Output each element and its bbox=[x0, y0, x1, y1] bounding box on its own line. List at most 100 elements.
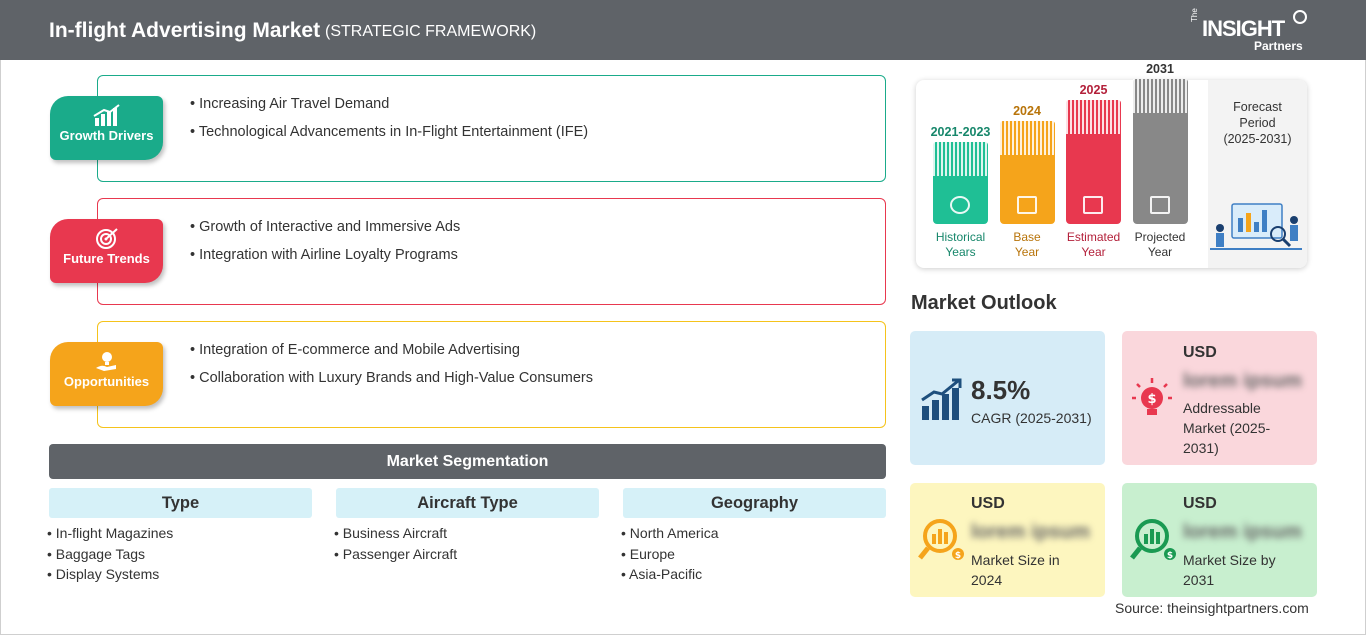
label-line: Market Size in bbox=[971, 552, 1060, 568]
label-line: Estimated bbox=[1066, 230, 1121, 244]
size-2031-label: Market Size by 2031 bbox=[1183, 550, 1276, 590]
timeline-year-label: 2021-2023 bbox=[930, 125, 991, 139]
growth-chart-icon bbox=[921, 378, 962, 420]
target-icon bbox=[95, 228, 118, 249]
timeline-bar-2 bbox=[1066, 100, 1121, 224]
label-line: 2031) bbox=[1183, 440, 1219, 456]
page-subtitle: (STRATEGIC FRAMEWORK) bbox=[325, 23, 537, 40]
size-2024-usd: USD bbox=[971, 495, 1005, 512]
list-item: Increasing Air Travel Demand bbox=[190, 96, 588, 124]
label-line: 2031 bbox=[1183, 572, 1215, 588]
lightbulb-hand-icon bbox=[95, 352, 116, 371]
label-line: Historical bbox=[935, 230, 986, 244]
market-outlook-title: Market Outlook bbox=[911, 292, 1057, 314]
list-item: Baggage Tags bbox=[47, 546, 173, 567]
calendar-icon bbox=[1016, 196, 1037, 214]
label-line: Year bbox=[1014, 245, 1040, 259]
list-item: Business Aircraft bbox=[334, 525, 457, 546]
lightbulb-dollar-icon: $ bbox=[1132, 378, 1172, 415]
addressable-usd: USD bbox=[1183, 344, 1217, 361]
market-size-2031-card: $ USD lorem ipsum Market Size by 2031 bbox=[1122, 483, 1317, 597]
market-size-2024-card: $ USD lorem ipsum Market Size in 2024 bbox=[910, 483, 1105, 597]
forecast-line: Period bbox=[1239, 116, 1276, 130]
label-line: Market (2025- bbox=[1183, 420, 1271, 436]
growth-drivers-badge: Growth Drivers bbox=[50, 96, 163, 160]
forecast-line: (2025-2031) bbox=[1223, 132, 1292, 146]
bar-stripes bbox=[999, 121, 1055, 155]
segment-list-aircraft-type: Business Aircraft Passenger Aircraft bbox=[334, 525, 457, 566]
segment-list-type: In-flight Magazines Baggage Tags Display… bbox=[47, 525, 174, 587]
list-item: Europe bbox=[621, 546, 719, 567]
segment-heading-geography: Geography bbox=[623, 488, 886, 518]
insight-partners-logo[interactable]: The INSIGHT Partners bbox=[1190, 8, 1310, 54]
list-item: In-flight Magazines bbox=[47, 525, 174, 546]
list-item: North America bbox=[621, 525, 719, 546]
bar-stripes bbox=[1132, 79, 1188, 113]
logo-ring-icon bbox=[1293, 10, 1307, 24]
label-line: Base bbox=[1013, 230, 1041, 244]
analyst-illustration-icon bbox=[1210, 203, 1302, 250]
forecast-period-text: Forecast Period (2025-2031) bbox=[1215, 99, 1300, 147]
label-line: Market Size by bbox=[1183, 552, 1276, 568]
list-item: Display Systems bbox=[47, 566, 173, 587]
growth-chart-icon bbox=[92, 104, 120, 126]
svg-text:$: $ bbox=[1147, 392, 1156, 407]
future-trends-box: Growth of Interactive and Immersive Ads … bbox=[97, 198, 886, 305]
cagr-label: CAGR (2025-2031) bbox=[971, 410, 1092, 426]
list-item: Growth of Interactive and Immersive Ads bbox=[190, 219, 460, 247]
timeline-bar-0 bbox=[933, 142, 988, 224]
timeline-year-label: 2025 bbox=[1079, 83, 1108, 97]
header-bar: In-flight Advertising Market (STRATEGIC … bbox=[0, 0, 1366, 60]
timeline-bar-3 bbox=[1132, 79, 1188, 224]
badge-label: Future Trends bbox=[63, 251, 150, 266]
forecast-line: Forecast bbox=[1233, 100, 1282, 114]
gear-chart-icon bbox=[1083, 196, 1103, 214]
label-line: 2024 bbox=[971, 572, 1003, 588]
badge-label: Growth Drivers bbox=[59, 128, 154, 143]
size-2024-value: lorem ipsum bbox=[971, 521, 1090, 543]
cagr-card: 8.5% CAGR (2025-2031) bbox=[910, 331, 1105, 465]
segment-heading-aircraft-type: Aircraft Type bbox=[336, 488, 599, 518]
logo-partners: Partners bbox=[1254, 39, 1303, 53]
label-line: Year bbox=[1147, 245, 1173, 259]
addressable-market-card: $ USD lorem ipsum Addressable Market (20… bbox=[1122, 331, 1317, 465]
list-item: Asia-Pacific bbox=[621, 566, 719, 587]
size-2031-value: lorem ipsum bbox=[1183, 521, 1302, 543]
magnifier-chart-icon: $ bbox=[1130, 519, 1176, 561]
bar-stripes bbox=[933, 142, 988, 176]
future-trends-badge: Future Trends bbox=[50, 219, 163, 283]
segment-heading-type: Type bbox=[49, 488, 312, 518]
opportunities-list: Integration of E-commerce and Mobile Adv… bbox=[190, 342, 593, 398]
page-title: In-flight Advertising Market bbox=[49, 19, 321, 42]
growth-drivers-box: Increasing Air Travel Demand Technologic… bbox=[97, 75, 886, 182]
list-item: Collaboration with Luxury Brands and Hig… bbox=[190, 370, 593, 398]
source-link[interactable]: Source: theinsightpartners.com bbox=[1115, 600, 1309, 616]
timeline-bar-1 bbox=[999, 121, 1055, 224]
label-line: Projected bbox=[1134, 230, 1186, 244]
svg-text:$: $ bbox=[1167, 551, 1173, 561]
opportunities-badge: Opportunities bbox=[50, 342, 163, 406]
clock-history-icon bbox=[950, 196, 970, 214]
badge-label: Opportunities bbox=[63, 374, 150, 389]
segmentation-title: Market Segmentation bbox=[49, 444, 886, 479]
cagr-value: 8.5% bbox=[971, 375, 1031, 405]
label-line: Year bbox=[1081, 245, 1106, 259]
svg-text:$: $ bbox=[955, 551, 961, 561]
future-trends-list: Growth of Interactive and Immersive Ads … bbox=[190, 219, 460, 275]
timeline-year-label: 2024 bbox=[1013, 104, 1041, 118]
list-item: Integration with Airline Loyalty Program… bbox=[190, 247, 460, 275]
addressable-value: lorem ipsum bbox=[1183, 370, 1302, 392]
presentation-icon bbox=[1149, 196, 1170, 214]
timeline-year-label: 2031 bbox=[1146, 62, 1174, 76]
list-item: Passenger Aircraft bbox=[334, 546, 457, 567]
size-2024-label: Market Size in 2024 bbox=[971, 550, 1060, 590]
list-item: Integration of E-commerce and Mobile Adv… bbox=[190, 342, 593, 370]
segment-list-geography: North America Europe Asia-Pacific bbox=[621, 525, 719, 587]
growth-drivers-list: Increasing Air Travel Demand Technologic… bbox=[190, 96, 588, 152]
bar-stripes bbox=[1066, 100, 1121, 134]
label-line: Years bbox=[945, 245, 976, 259]
